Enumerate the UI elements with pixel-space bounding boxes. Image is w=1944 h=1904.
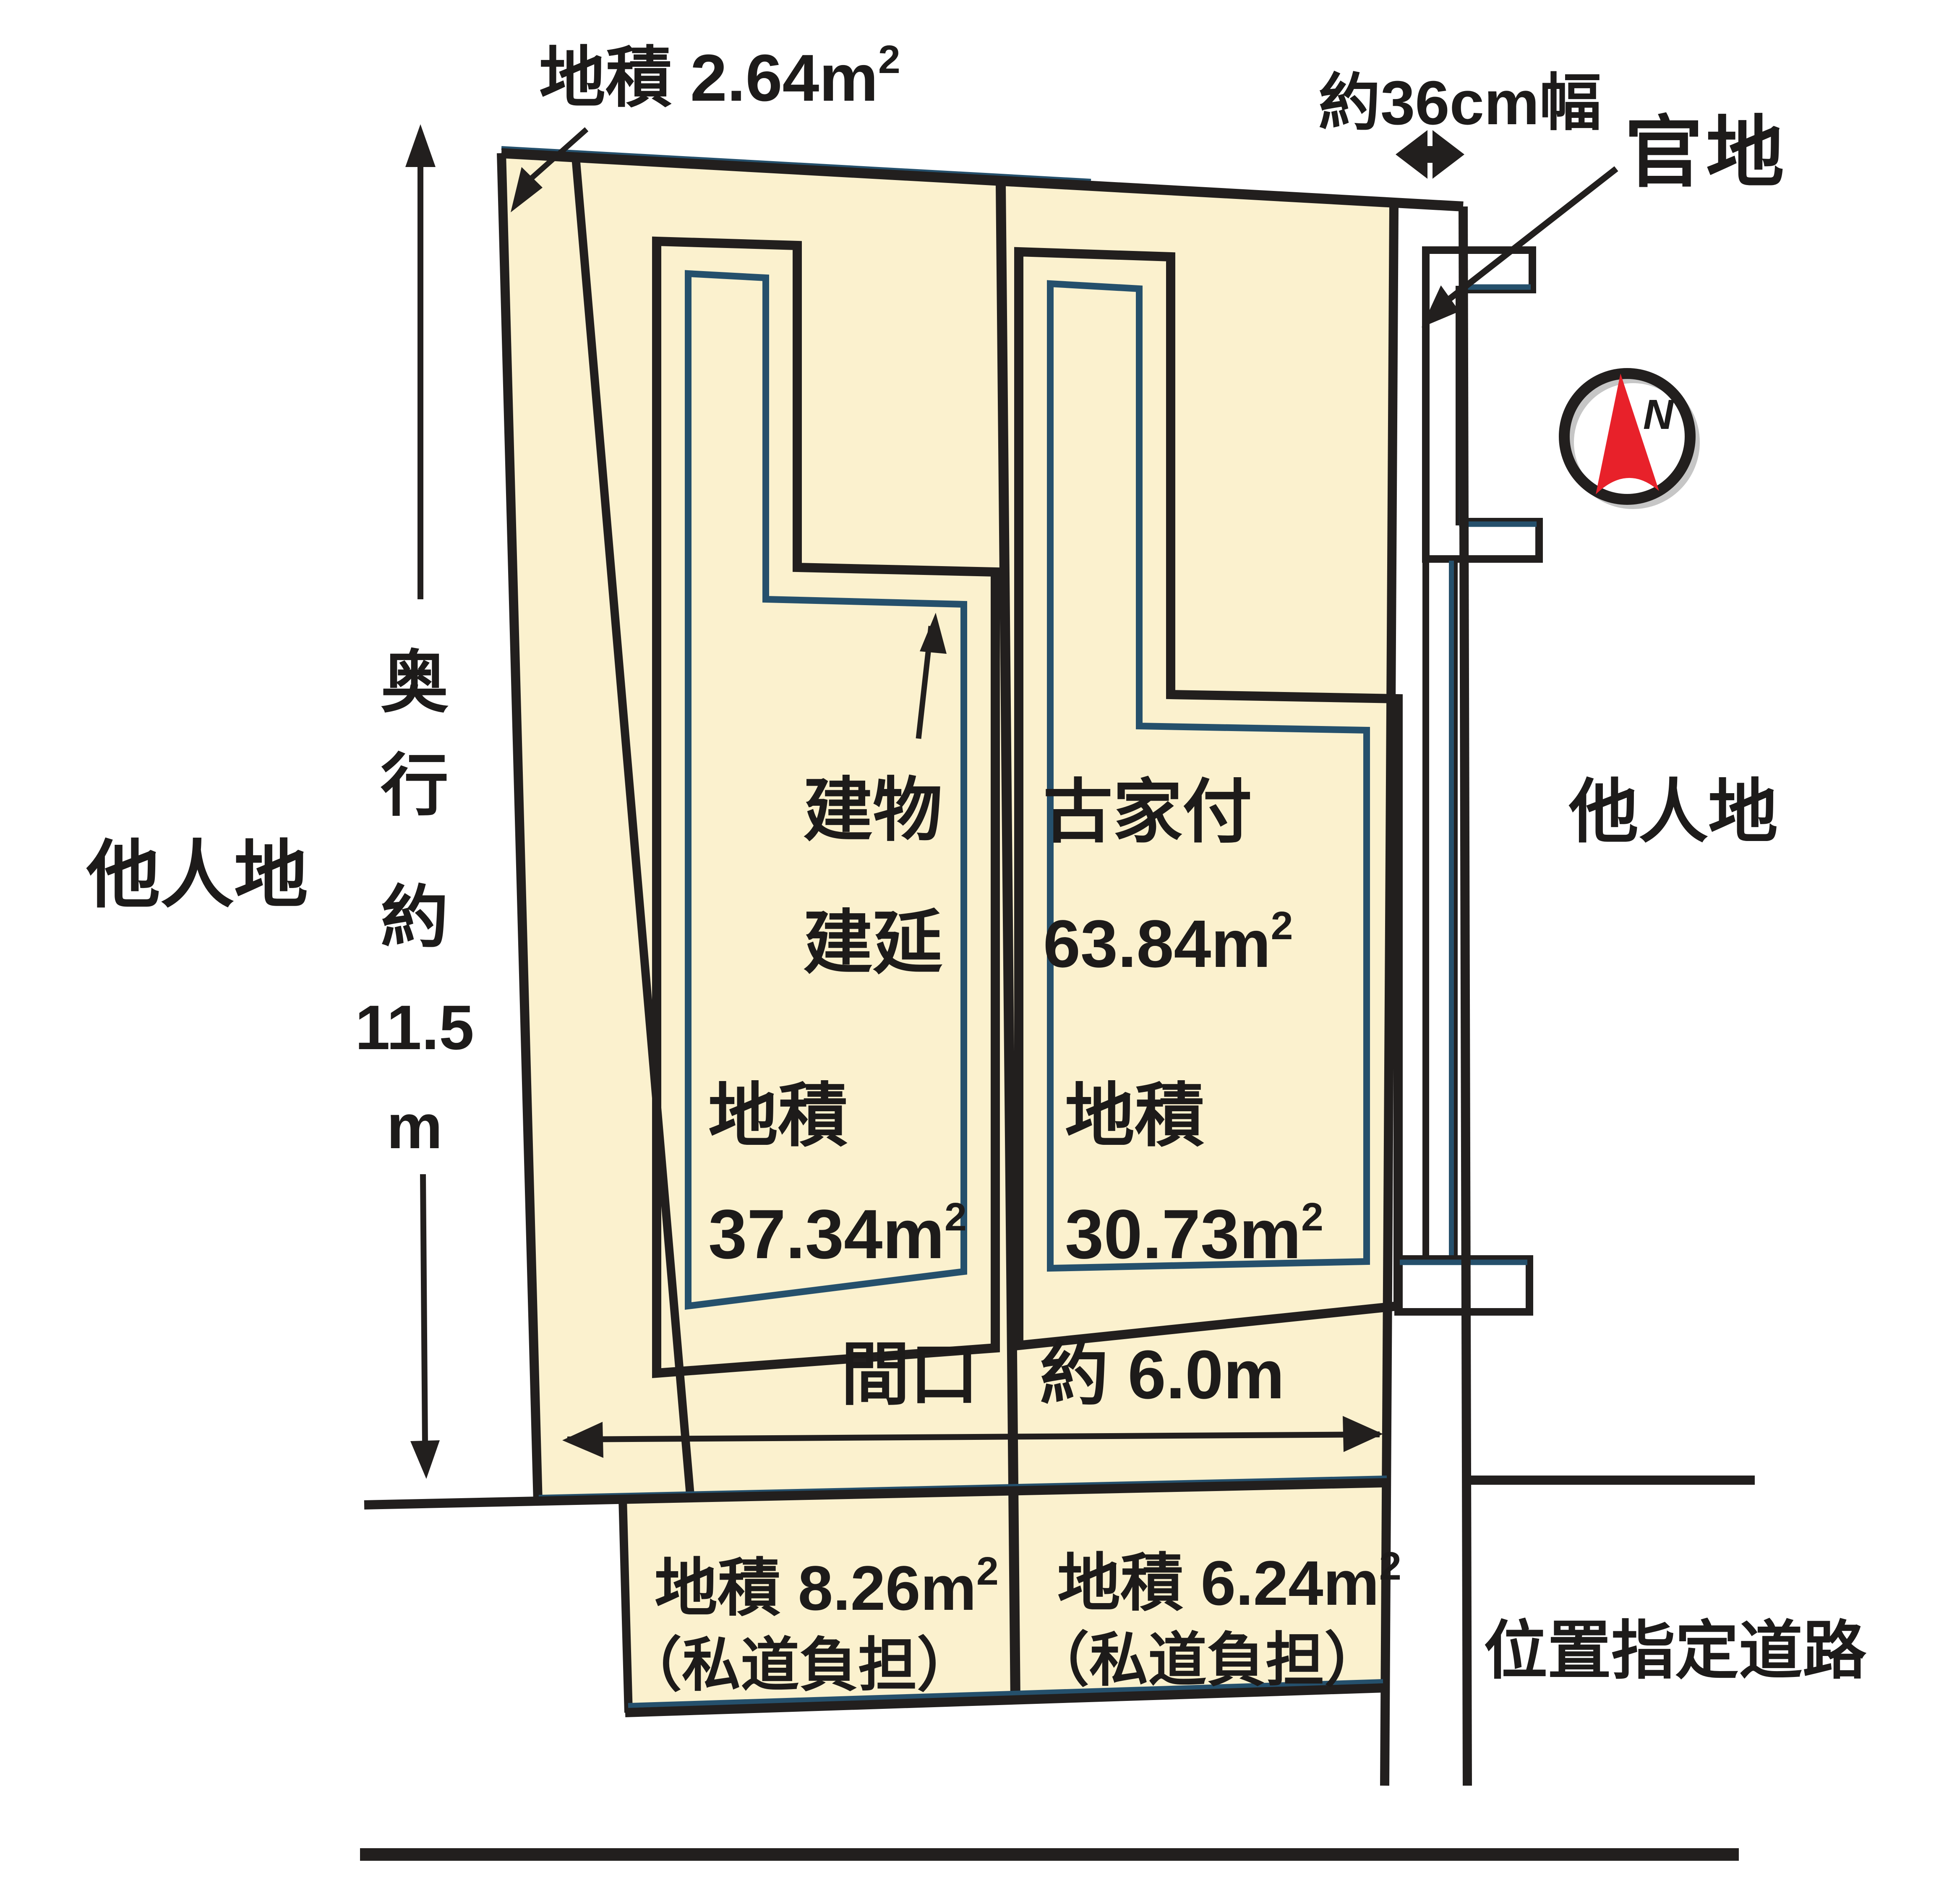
lot-divider — [996, 184, 1020, 1703]
depth-label-3: 約 — [381, 880, 449, 956]
frontage-dimension-arrow — [562, 1416, 1383, 1458]
building-note-line2: 建延 — [803, 904, 942, 982]
depth-label-2: 行 — [381, 748, 449, 824]
depth-dimension-arrow — [405, 124, 440, 1479]
width-arrow-bar — [1424, 146, 1436, 163]
setback-right-note: （私道負担） — [1031, 1627, 1383, 1693]
strip-width-label: 約36cm幅 — [1318, 68, 1602, 138]
frontage-arrow-left-head-icon — [562, 1422, 603, 1458]
left-lot-area-caption: 地積 — [708, 1077, 848, 1155]
compass-north-label: N — [1643, 391, 1674, 438]
private-road-parcel-left — [623, 1491, 1012, 1713]
private-road-bottom-inner-line — [628, 1679, 1383, 1708]
sliver-callout-arrow — [511, 127, 589, 212]
building-note-arrow — [916, 613, 947, 739]
setback-left-area-label: 地積 8.26m2 — [655, 1549, 999, 1623]
old-house-area-label: 63.84m2 — [1043, 904, 1293, 981]
road-edge-left — [364, 1478, 1390, 1510]
sliver-divider — [571, 157, 694, 1495]
depth-label-1: 奥 — [381, 645, 449, 721]
frontage-caption: 間口 — [841, 1336, 979, 1413]
frontage-value: 約 6.0m — [1040, 1336, 1284, 1413]
setback-left-note: （私道負担） — [623, 1632, 976, 1698]
kanchi-arrow-shaft — [1442, 166, 1618, 306]
depth-label-column: 奥 行 約 11.5 m — [355, 645, 474, 1162]
left-boundary — [497, 153, 543, 1502]
road-far-edge-bar — [360, 1848, 1739, 1861]
compass-needle-icon — [1596, 373, 1659, 494]
left-building-inner-line — [685, 270, 967, 1310]
compass-shadow-ring — [1566, 376, 1700, 509]
width-arrow-right-head-icon — [1433, 130, 1464, 179]
depth-arrow-up-head-icon — [405, 124, 436, 167]
sliver-area-label: 地積 2.64m2 — [539, 37, 900, 115]
designated-road-label: 位置指定道路 — [1484, 1615, 1867, 1687]
gov-strip-left-line — [1380, 206, 1399, 1786]
depth-arrow-lower-shaft — [420, 1174, 428, 1444]
depth-label-4: 11.5 — [355, 992, 474, 1063]
top-boundary — [501, 148, 1464, 212]
right-lot-area-caption: 地積 — [1065, 1077, 1204, 1155]
right-lot-area-value: 30.73m2 — [1065, 1195, 1323, 1273]
building-note-line1: 建物 — [803, 772, 942, 849]
depth-arrow-down-head-icon — [410, 1440, 440, 1479]
kanchi-arrow-head-icon — [1422, 285, 1459, 327]
left-lot-area-value: 37.34m2 — [708, 1195, 967, 1273]
neighbor-land-label-left: 他人地 — [86, 834, 308, 917]
setback-right-area-label: 地積 6.24m2 — [1057, 1544, 1401, 1618]
old-house-label: 古家付 — [1043, 773, 1252, 851]
building-note-arrow-head-icon — [920, 613, 947, 654]
neighbor-land-label-right: 他人地 — [1568, 773, 1778, 851]
width-arrow-left-head-icon — [1396, 130, 1427, 179]
gov-strip-right-line — [1459, 206, 1472, 1786]
neighbor-building-top-inner-line — [1459, 284, 1537, 527]
right-building-inner-line — [1047, 280, 1370, 1272]
private-road-left-edge — [618, 1498, 633, 1713]
compass-ring — [1559, 368, 1696, 505]
north-compass: N — [1559, 368, 1700, 509]
frontage-arrow-right-head-icon — [1343, 1416, 1383, 1452]
depth-label-5: m — [386, 1091, 442, 1162]
frontage-arrow-shaft — [567, 1431, 1380, 1442]
neighbor-building-bottom — [1394, 1255, 1533, 1316]
sliver-arrow-head-icon — [511, 167, 543, 212]
kanchi-callout-arrow — [1422, 166, 1618, 327]
private-road-bottom-edge — [625, 1683, 1385, 1717]
right-building-footprint — [1014, 247, 1403, 1351]
strip-width-double-arrow — [1396, 130, 1464, 179]
kanchi-label: 官地 — [1625, 110, 1787, 196]
sliver-arrow-shaft — [521, 127, 589, 188]
left-building-footprint — [652, 236, 1000, 1378]
private-road-parcel-right — [1008, 1483, 1388, 1703]
